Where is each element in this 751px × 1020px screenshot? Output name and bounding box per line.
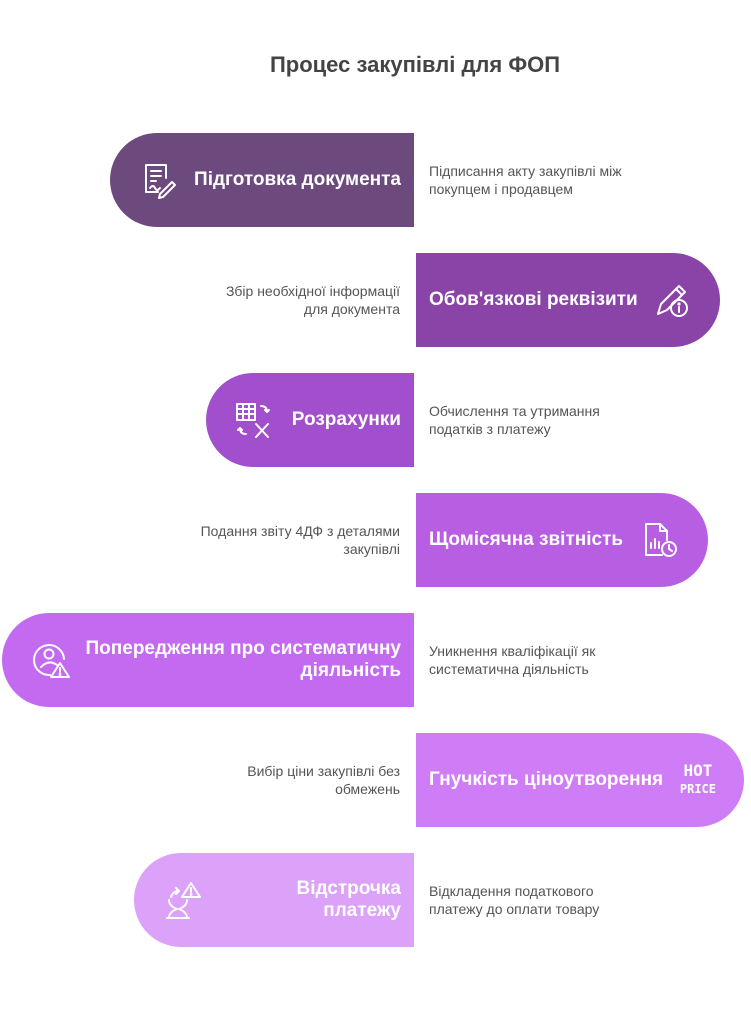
step-description: Збір необхідної інформації для документа	[225, 283, 400, 317]
hourglass-warning-icon	[162, 880, 202, 920]
step-label: Відстрочка платежу	[296, 878, 401, 921]
step-label: Попередження про систематичну діяльність	[85, 638, 401, 681]
step-document-preparation: Підготовка документа	[110, 133, 414, 227]
step-required-details: Обов'язкові реквізити	[416, 253, 720, 347]
spreadsheet-calculation-icon	[234, 400, 276, 440]
step-label: Обов'язкові реквізити	[429, 289, 638, 310]
step-description: Вибір ціни закупівлі без обмежень	[247, 763, 400, 797]
step-label: Підготовка документа	[194, 169, 401, 190]
document-signature-icon	[138, 160, 178, 200]
pencil-info-icon	[652, 280, 692, 320]
step-label: Щомісячна звітність	[429, 529, 624, 550]
step-description: Відкладення податкового платежу до оплат…	[429, 883, 600, 917]
person-warning-icon	[30, 639, 72, 681]
hot-price-icon-text-bottom: PRICE	[679, 782, 716, 796]
step-label: Гнучкість ціноутворення	[429, 769, 664, 790]
step-description: Підписання акту закупівлі між покупцем і…	[429, 163, 622, 197]
step-description: Обчислення та утримання податків з плате…	[429, 403, 600, 437]
step-pricing-flexibility: Гнучкість ціноутворення HOT PRICE	[416, 733, 744, 827]
page-title: Процес закупівлі для ФОП	[269, 52, 561, 77]
step-payment-deferral: Відстрочка платежу	[134, 853, 414, 947]
step-monthly-reporting: Щомісячна звітність	[416, 493, 708, 587]
step-calculations: Розрахунки	[206, 373, 414, 467]
report-clock-icon	[640, 520, 680, 560]
step-description: Подання звіту 4ДФ з деталями закупівлі	[200, 523, 400, 557]
step-description: Уникнення кваліфікації як систематична д…	[429, 643, 596, 677]
hot-price-icon: HOT PRICE	[680, 762, 716, 798]
step-systematic-activity-warning: Попередження про систематичну діяльність	[2, 613, 414, 707]
hot-price-icon-text-top: HOT	[683, 761, 713, 780]
step-label: Розрахунки	[291, 409, 401, 430]
